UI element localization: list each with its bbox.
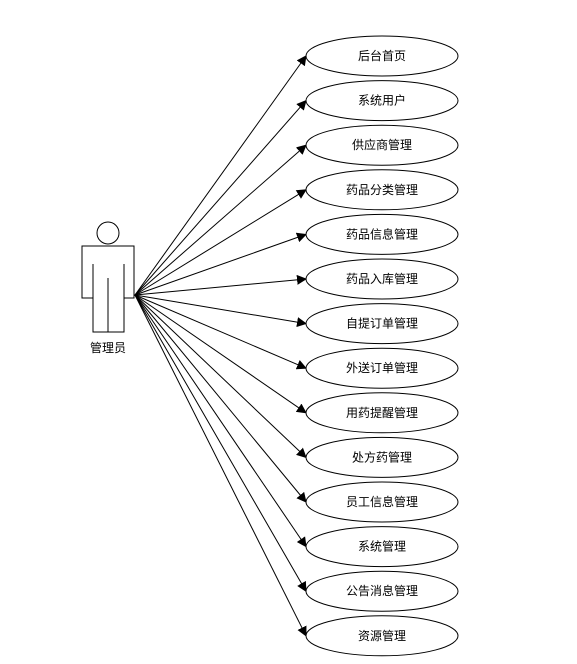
use-case-label: 公告消息管理 — [346, 583, 418, 598]
association-line — [134, 294, 307, 503]
association-line — [134, 294, 307, 548]
association-line — [134, 294, 307, 370]
use-case-label: 药品分类管理 — [346, 182, 418, 197]
use-case-label: 药品信息管理 — [346, 226, 418, 241]
use-case-label: 系统用户 — [358, 93, 406, 108]
use-case-ellipse — [305, 303, 459, 345]
use-case: 药品分类管理 — [305, 169, 459, 211]
use-case: 药品信息管理 — [305, 213, 459, 255]
use-case: 药品入库管理 — [305, 258, 459, 300]
use-case-label: 系统管理 — [358, 539, 406, 554]
use-case-ellipse — [305, 35, 459, 77]
actor-head — [96, 221, 120, 245]
use-case: 自提订单管理 — [305, 303, 459, 345]
use-case-ellipse — [305, 570, 459, 612]
use-case-ellipse — [305, 615, 459, 657]
use-case-ellipse — [305, 169, 459, 211]
use-case: 后台首页 — [305, 35, 459, 77]
use-case-ellipse — [305, 347, 459, 389]
use-case: 系统用户 — [305, 80, 459, 122]
association-line — [134, 294, 307, 593]
use-case-label: 用药提醒管理 — [346, 405, 418, 420]
use-case: 外送订单管理 — [305, 347, 459, 389]
use-case: 公告消息管理 — [305, 570, 459, 612]
use-case: 供应商管理 — [305, 124, 459, 166]
use-case: 资源管理 — [305, 615, 459, 657]
association-line — [134, 294, 307, 459]
actor-admin: 管理员 — [81, 221, 135, 355]
association-lines — [134, 55, 307, 637]
use-case-label: 员工信息管理 — [346, 494, 418, 509]
use-case-list: 后台首页系统用户供应商管理药品分类管理药品信息管理药品入库管理自提订单管理外送订… — [305, 35, 459, 657]
use-case-label: 外送订单管理 — [346, 360, 418, 375]
use-case-ellipse — [305, 258, 459, 300]
use-case: 用药提醒管理 — [305, 392, 459, 434]
association-line — [134, 294, 307, 637]
use-case-ellipse — [305, 213, 459, 255]
association-line — [134, 232, 307, 296]
association-line — [134, 294, 307, 414]
use-case-ellipse — [305, 80, 459, 122]
use-case: 系统管理 — [305, 526, 459, 568]
association-line — [134, 274, 307, 296]
use-case-ellipse — [305, 526, 459, 568]
association-line — [134, 99, 307, 296]
association-line — [134, 189, 307, 296]
use-case: 员工信息管理 — [305, 481, 459, 523]
association-line — [134, 144, 307, 296]
association-line — [134, 55, 307, 296]
use-case-ellipse — [305, 124, 459, 166]
actor-label: 管理员 — [90, 340, 126, 355]
use-case: 处方药管理 — [305, 436, 459, 478]
use-case-label: 供应商管理 — [352, 137, 412, 152]
use-case-label: 药品入库管理 — [346, 271, 418, 286]
use-case-label: 处方药管理 — [352, 449, 412, 464]
use-case-ellipse — [305, 392, 459, 434]
use-case-ellipse — [305, 481, 459, 523]
use-case-label: 自提订单管理 — [346, 316, 418, 331]
association-line — [134, 294, 307, 328]
use-case-label: 后台首页 — [358, 48, 406, 63]
use-case-label: 资源管理 — [358, 628, 406, 643]
use-case-ellipse — [305, 436, 459, 478]
